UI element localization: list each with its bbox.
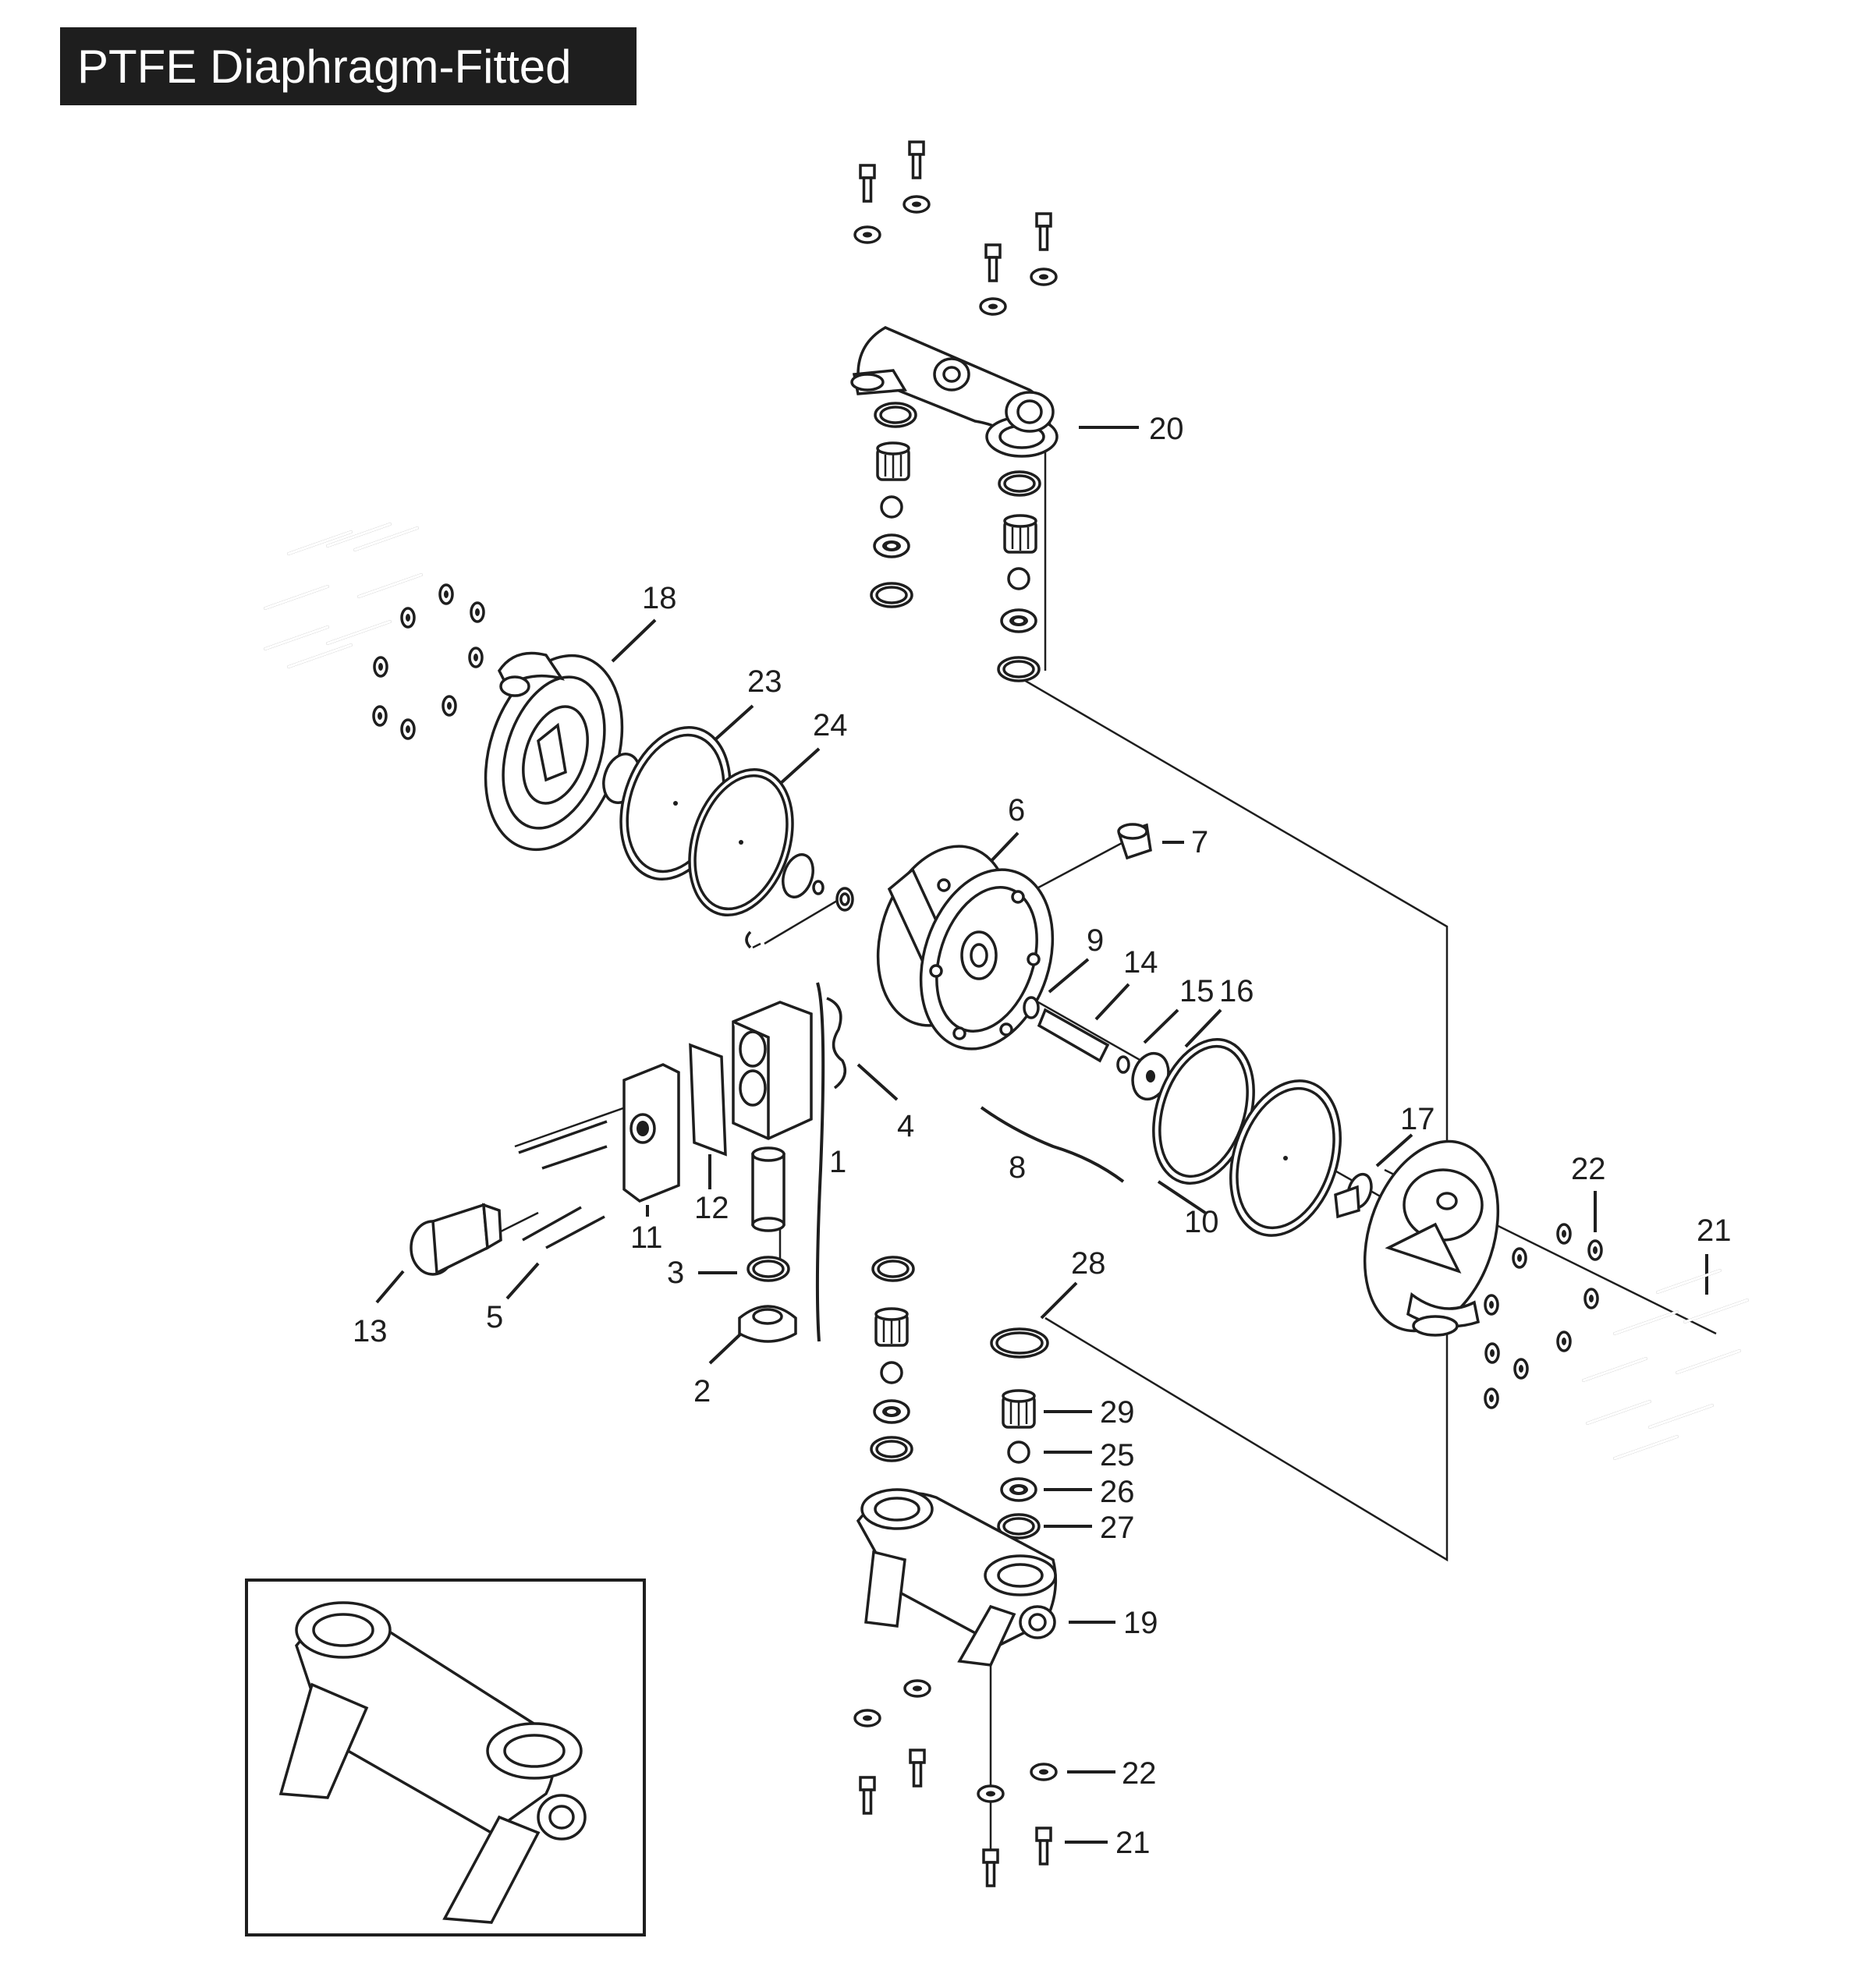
callout-25: 25 <box>1100 1438 1135 1472</box>
top-valve-stack-left <box>870 402 917 608</box>
lower-valve-stack-right <box>990 1327 1049 1540</box>
callout-27: 27 <box>1100 1511 1135 1545</box>
air-valve-assembly <box>622 997 847 1343</box>
page-title: PTFE Diaphragm-Fitted <box>77 41 572 93</box>
callout-8: 8 <box>1009 1150 1026 1185</box>
center-section <box>876 845 1055 1051</box>
callout-29: 29 <box>1100 1395 1135 1430</box>
muffler <box>410 1203 502 1276</box>
callout-9: 9 <box>1087 923 1104 958</box>
callout-14: 14 <box>1123 945 1158 980</box>
callout-4: 4 <box>897 1109 914 1143</box>
left-diaphragm-stack <box>602 725 854 949</box>
callout-11: 11 <box>630 1221 663 1255</box>
callout-18: 18 <box>642 581 677 615</box>
right-fluid-chamber <box>1363 1139 1500 1337</box>
callout-labels: 20 18 23 24 6 7 9 14 15 16 17 22 21 4 8 … <box>353 412 1732 1860</box>
callout-5: 5 <box>486 1300 503 1334</box>
title-box: PTFE Diaphragm-Fitted <box>60 27 637 105</box>
callout-15: 15 <box>1179 974 1215 1008</box>
callout-23: 23 <box>747 664 782 699</box>
pilot-plug <box>1117 823 1152 860</box>
inlet-manifold <box>856 1488 1058 1667</box>
top-fasteners <box>853 140 1058 316</box>
long-studs <box>518 1120 608 1249</box>
callout-17: 17 <box>1400 1102 1435 1136</box>
callout-3: 3 <box>667 1256 684 1290</box>
top-valve-stack-right <box>997 470 1041 682</box>
callout-1: 1 <box>829 1145 846 1179</box>
lower-valve-stack-left <box>870 1256 915 1462</box>
callout-20: 20 <box>1149 412 1184 446</box>
left-fluid-chamber <box>484 651 624 852</box>
discharge-manifold <box>850 326 1059 458</box>
left-fasteners <box>264 523 485 740</box>
callout-22-lower: 22 <box>1122 1756 1157 1791</box>
callout-16: 16 <box>1219 974 1254 1008</box>
shaft-parts <box>1023 996 1170 1101</box>
callout-28: 28 <box>1071 1246 1106 1281</box>
callout-26: 26 <box>1100 1475 1135 1509</box>
callout-22: 22 <box>1571 1152 1606 1186</box>
callout-6: 6 <box>1008 793 1025 827</box>
inset-box <box>245 1579 646 1936</box>
callout-21: 21 <box>1697 1214 1732 1248</box>
callout-21-lower: 21 <box>1115 1826 1151 1860</box>
callout-12: 12 <box>694 1191 729 1225</box>
callout-24: 24 <box>813 708 848 742</box>
callout-2: 2 <box>693 1374 711 1408</box>
callout-13: 13 <box>353 1314 388 1348</box>
right-diaphragm-stack <box>1152 1038 1373 1237</box>
callout-7: 7 <box>1191 825 1208 859</box>
callout-19: 19 <box>1123 1606 1158 1640</box>
lower-fasteners <box>853 1679 1058 1887</box>
